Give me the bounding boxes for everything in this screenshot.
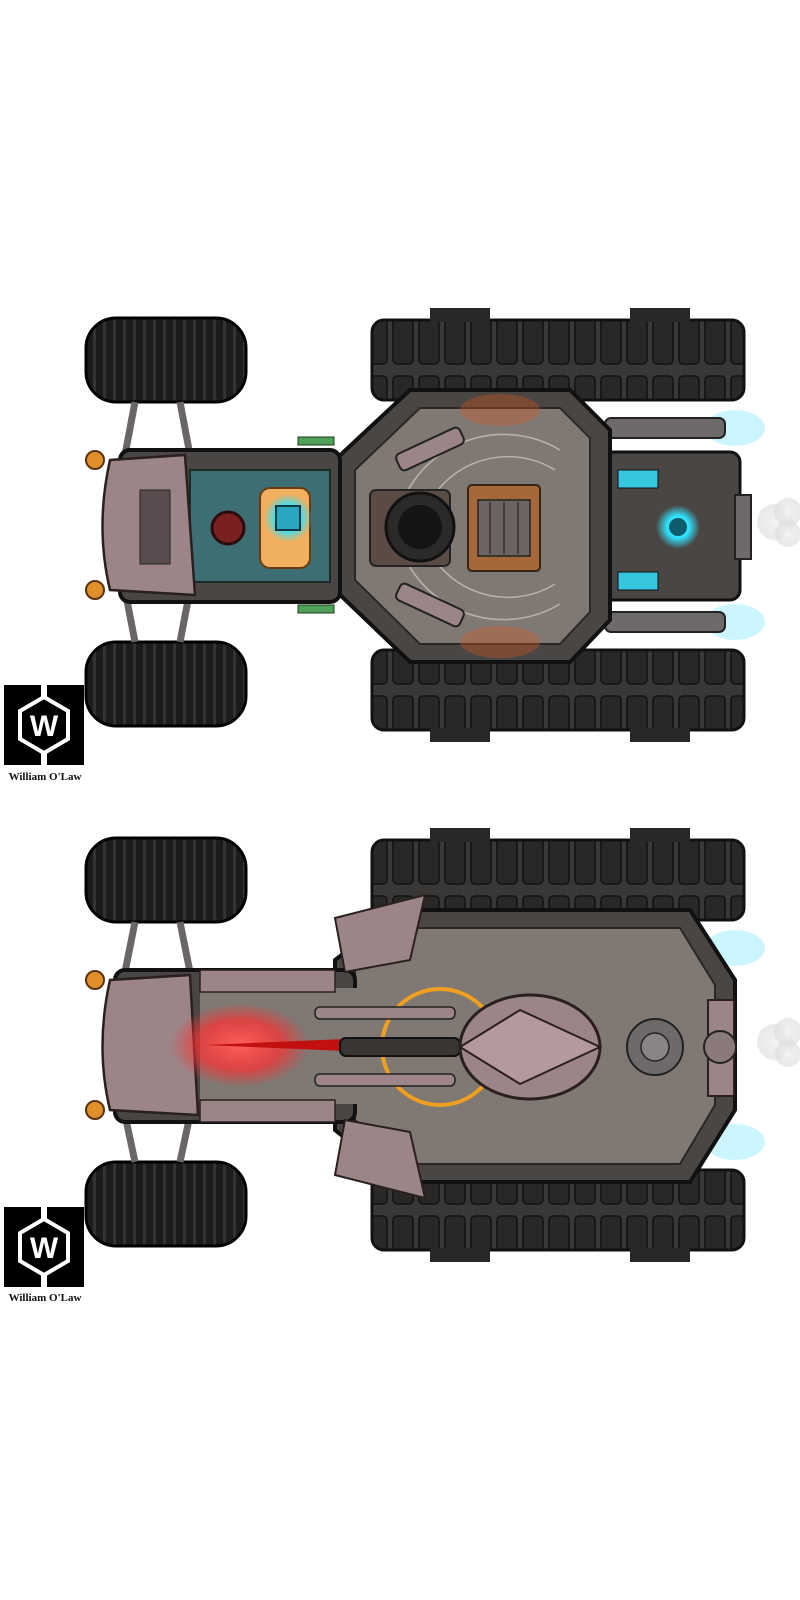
svg-text:W: W bbox=[30, 1232, 59, 1265]
wheel-icon bbox=[84, 836, 248, 1248]
vehicle-exterior-illustration bbox=[84, 828, 800, 1262]
turret-hatch-icon bbox=[369, 489, 456, 567]
vehicle-map-interior bbox=[0, 290, 800, 830]
hexagon-w-icon: W bbox=[18, 1207, 70, 1287]
author-name: William O'Law bbox=[8, 1292, 82, 1304]
tank-tread-icon bbox=[370, 308, 746, 742]
engine-core-icon bbox=[264, 494, 312, 542]
engine-core-icon bbox=[656, 505, 700, 549]
hexagon-w-icon: W bbox=[18, 685, 70, 765]
exhaust-smoke-icon bbox=[757, 498, 800, 547]
vehicle-interior-illustration bbox=[84, 308, 800, 742]
cannon-icon bbox=[395, 426, 465, 628]
tank-tread-icon bbox=[370, 828, 746, 1262]
red-beam-icon bbox=[170, 1003, 345, 1087]
author-logo: W bbox=[4, 1207, 84, 1287]
exhaust-smoke-icon bbox=[757, 1018, 800, 1067]
main-gun-icon bbox=[314, 993, 684, 1101]
vehicle-map-exterior bbox=[0, 810, 800, 1350]
lantern-icon bbox=[85, 450, 105, 600]
wheel-icon bbox=[84, 316, 248, 728]
author-logo: W bbox=[4, 685, 84, 765]
svg-text:W: W bbox=[30, 710, 59, 743]
lantern-icon bbox=[85, 970, 105, 1120]
author-name: William O'Law bbox=[8, 771, 82, 783]
